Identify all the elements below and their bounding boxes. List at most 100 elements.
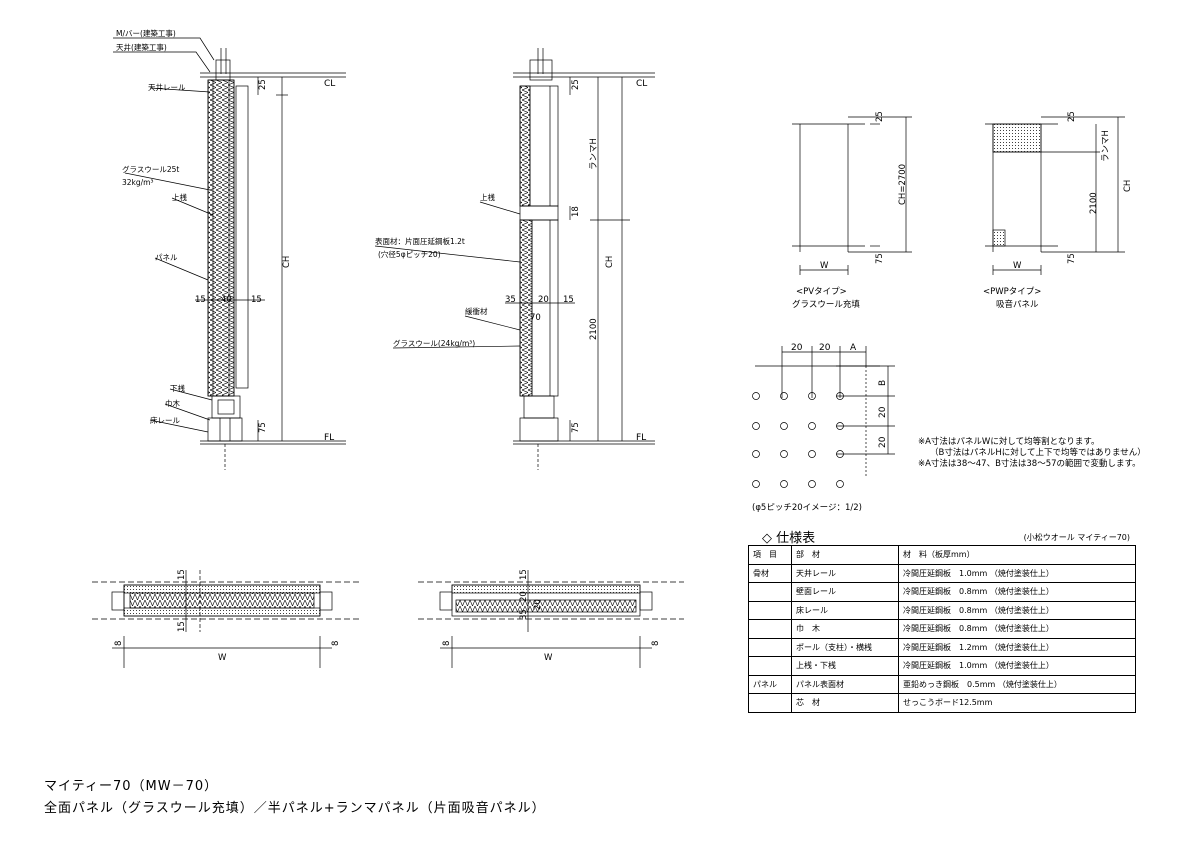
section-mid (374, 48, 655, 470)
hole (808, 450, 816, 458)
table-cell: 冷間圧延鋼板 0.8mm （焼付塗装仕上） (898, 582, 1136, 602)
table-row: パネル パネル表面材 亜鉛めっき鋼板 0.5mm （焼付塗装仕上） (748, 674, 1136, 694)
table-cell: ポール（支柱）・横桟 (791, 637, 899, 657)
hole (836, 392, 844, 400)
pv-dim-w: W (820, 261, 829, 271)
mid-label-upper-rail: 上桟 (480, 192, 495, 202)
table-row: 芯 材 せっこうボード12.5mm (748, 693, 1136, 713)
plan-left-dim-8-right: 8 (331, 641, 341, 646)
table-cell: パネル (748, 674, 792, 694)
pv-dim-ch: CH=2700 (898, 164, 908, 205)
mid-dim-25: 25 (571, 79, 581, 90)
plan-left-dim-8-left: 8 (114, 641, 124, 646)
mid-label-buffer: 緩衝材 (465, 306, 488, 316)
table-cell: 冷間圧延鋼板 0.8mm （焼付塗装仕上） (898, 600, 1136, 620)
hole (752, 480, 760, 488)
table-cell: 冷間圧延鋼板 0.8mm （焼付塗装仕上） (898, 619, 1136, 639)
table-cell: 壁面レール (791, 582, 899, 602)
mid-dim-35: 35 (505, 295, 516, 305)
hole-note-2: （B寸法はパネルHに対して上下で均等ではありません） (930, 447, 1146, 458)
hole-dim-20a: 20 (791, 343, 803, 353)
plan-right (418, 570, 684, 668)
pwp-dim-ranma: ランマH (1101, 130, 1111, 162)
plan-right-dim-w: W (544, 653, 553, 663)
hole (836, 422, 844, 430)
table-cell (748, 656, 792, 676)
hole-caption: (φ5ピッチ20イメージ：1/2) (752, 503, 862, 513)
pv-caption: <PVタイプ> (796, 287, 847, 297)
label-glass-wool: グラスウール25t (122, 164, 179, 174)
ref-fl: FL (324, 433, 334, 443)
plan-left-dim-w: W (218, 653, 227, 663)
mid-label-surface: 表面材：片面圧延鋼板1.2t (375, 236, 465, 246)
plan-right-dim-8-right: 8 (651, 641, 661, 646)
hole (752, 450, 760, 458)
label-ceiling: 天井(建築工事) (116, 42, 167, 52)
table-row: 壁面レール 冷間圧延鋼板 0.8mm （焼付塗装仕上） (748, 582, 1136, 602)
label-panel: パネル (155, 253, 178, 262)
label-floor-rail: 床レール (150, 415, 180, 425)
pwp-dim-25: 25 (1067, 111, 1077, 122)
table-cell: パネル表面材 (791, 674, 899, 694)
table-row: ポール（支柱）・横桟 冷間圧延鋼板 1.2mm （焼付塗装仕上） (748, 637, 1136, 657)
section-left (113, 37, 346, 470)
hole-dim-20b: 20 (819, 343, 831, 353)
plan-left (92, 570, 360, 668)
table-row: 床レール 冷間圧延鋼板 0.8mm （焼付塗装仕上） (748, 600, 1136, 620)
hole (752, 392, 760, 400)
plan-right-dim-35: 35 (519, 609, 529, 620)
table-header-cell: 部 材 (791, 545, 899, 565)
pwp-dim-75: 75 (1067, 253, 1077, 264)
mid-dim-18: 18 (571, 206, 581, 217)
hole (836, 450, 844, 458)
hole (808, 422, 816, 430)
spec-brand: (小松ウオール マイティー70) (1023, 533, 1130, 542)
ref-cl: CL (324, 79, 335, 89)
hole (780, 392, 788, 400)
dim-top: 25 (258, 79, 268, 90)
hole-note-1: ※A寸法はパネルWに対して均等割となります。 (918, 436, 1099, 447)
pwp-dim-w: W (1013, 261, 1022, 271)
table-cell: せっこうボード12.5mm (898, 693, 1136, 713)
pv-elevation (792, 116, 912, 275)
plan-right-dim-20a: 20 (519, 591, 529, 602)
table-header-cell: 項 目 (748, 545, 792, 565)
label-skirting: 巾木 (165, 398, 180, 408)
footer-title: マイティー70（MW－70） (44, 779, 219, 794)
hole (780, 480, 788, 488)
mid-dim-70: 70 (530, 313, 541, 323)
hole (780, 422, 788, 430)
dim-15-left: 15 (195, 295, 206, 305)
plan-right-dim-15: 15 (519, 569, 529, 580)
label-lower-rail: 下桟 (170, 383, 185, 393)
hole (808, 480, 816, 488)
table-cell: 巾 木 (791, 619, 899, 639)
mid-dim-75: 75 (571, 422, 581, 433)
mid-dim-ranma: ランマH (589, 138, 599, 170)
pwp-caption-sub: 吸音パネル (996, 299, 1039, 310)
pwp-elevation (985, 116, 1125, 275)
spec-table: 項 目 部 材 材 料（板厚mm） 骨材 天井レール 冷間圧延鋼板 1.0mm … (748, 545, 1136, 713)
mid-dim-ch: CH (605, 256, 615, 268)
hole-dim-a: A (850, 343, 857, 353)
mid-dim-15: 15 (563, 295, 574, 305)
table-cell: 冷間圧延鋼板 1.0mm （焼付塗装仕上） (898, 656, 1136, 676)
mid-ref-cl: CL (636, 79, 647, 89)
spec-header: ◇ 仕様表 (小松ウオール マイティー70) (748, 527, 1138, 546)
hole (780, 450, 788, 458)
spec-title: ◇ 仕様表 (762, 531, 816, 546)
pv-dim-75: 75 (875, 253, 885, 264)
spec-table-block: ◇ 仕様表 (小松ウオール マイティー70) 項 目 部 材 材 料（板厚mm）… (748, 527, 1138, 713)
mid-dim-2100: 2100 (589, 318, 599, 340)
dim-15-right: 15 (251, 295, 262, 305)
plan-left-dim-15-bottom: 15 (177, 621, 187, 632)
table-cell: 上桟・下桟 (791, 656, 899, 676)
table-cell (748, 600, 792, 620)
pv-caption-sub: グラスウール充填 (792, 299, 860, 310)
label-density: 32kg/m³ (122, 178, 154, 187)
pv-dim-25: 25 (875, 111, 885, 122)
hole-dim-b: B (878, 380, 888, 386)
dim-ch: CH (282, 256, 292, 268)
hole-dim-20c: 20 (878, 406, 888, 418)
